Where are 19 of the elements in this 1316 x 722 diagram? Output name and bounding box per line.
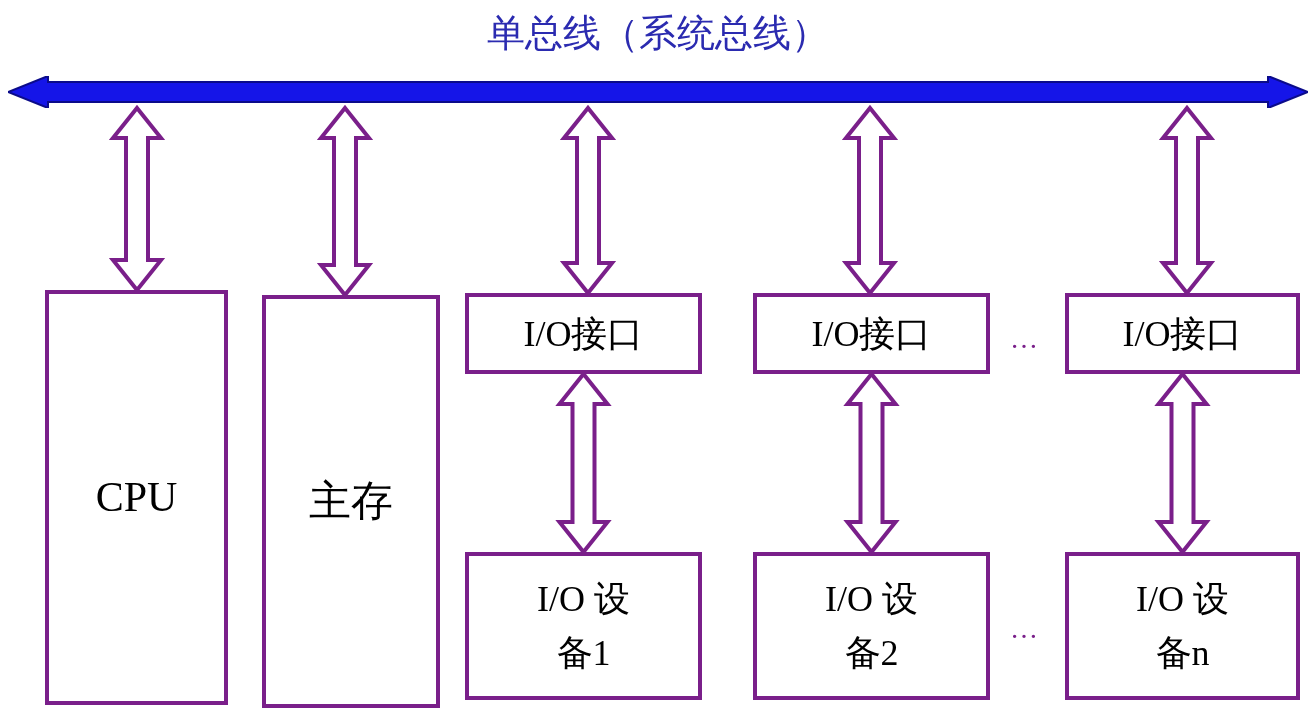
component-box <box>1065 552 1300 700</box>
box-label: CPU <box>95 473 178 522</box>
box-label: I/O 设备n <box>1135 578 1230 675</box>
box-label: I/O接口 <box>811 312 932 356</box>
component-box <box>753 293 990 374</box>
component-box <box>753 552 990 700</box>
component-box <box>262 295 440 708</box>
box-label: I/O接口 <box>1122 312 1243 356</box>
component-box <box>465 293 702 374</box>
component-box <box>45 290 228 705</box>
ellipsis-mark: … <box>1010 612 1038 646</box>
ellipsis-mark: … <box>1010 322 1038 356</box>
box-label: I/O 设备2 <box>824 578 919 675</box>
component-box <box>465 552 702 700</box>
box-label: I/O 设备1 <box>536 578 631 675</box>
bus-title: 单总线（系统总线） <box>487 10 829 57</box>
box-label: I/O接口 <box>523 312 644 356</box>
box-label: 主存 <box>309 477 393 526</box>
component-box <box>1065 293 1300 374</box>
